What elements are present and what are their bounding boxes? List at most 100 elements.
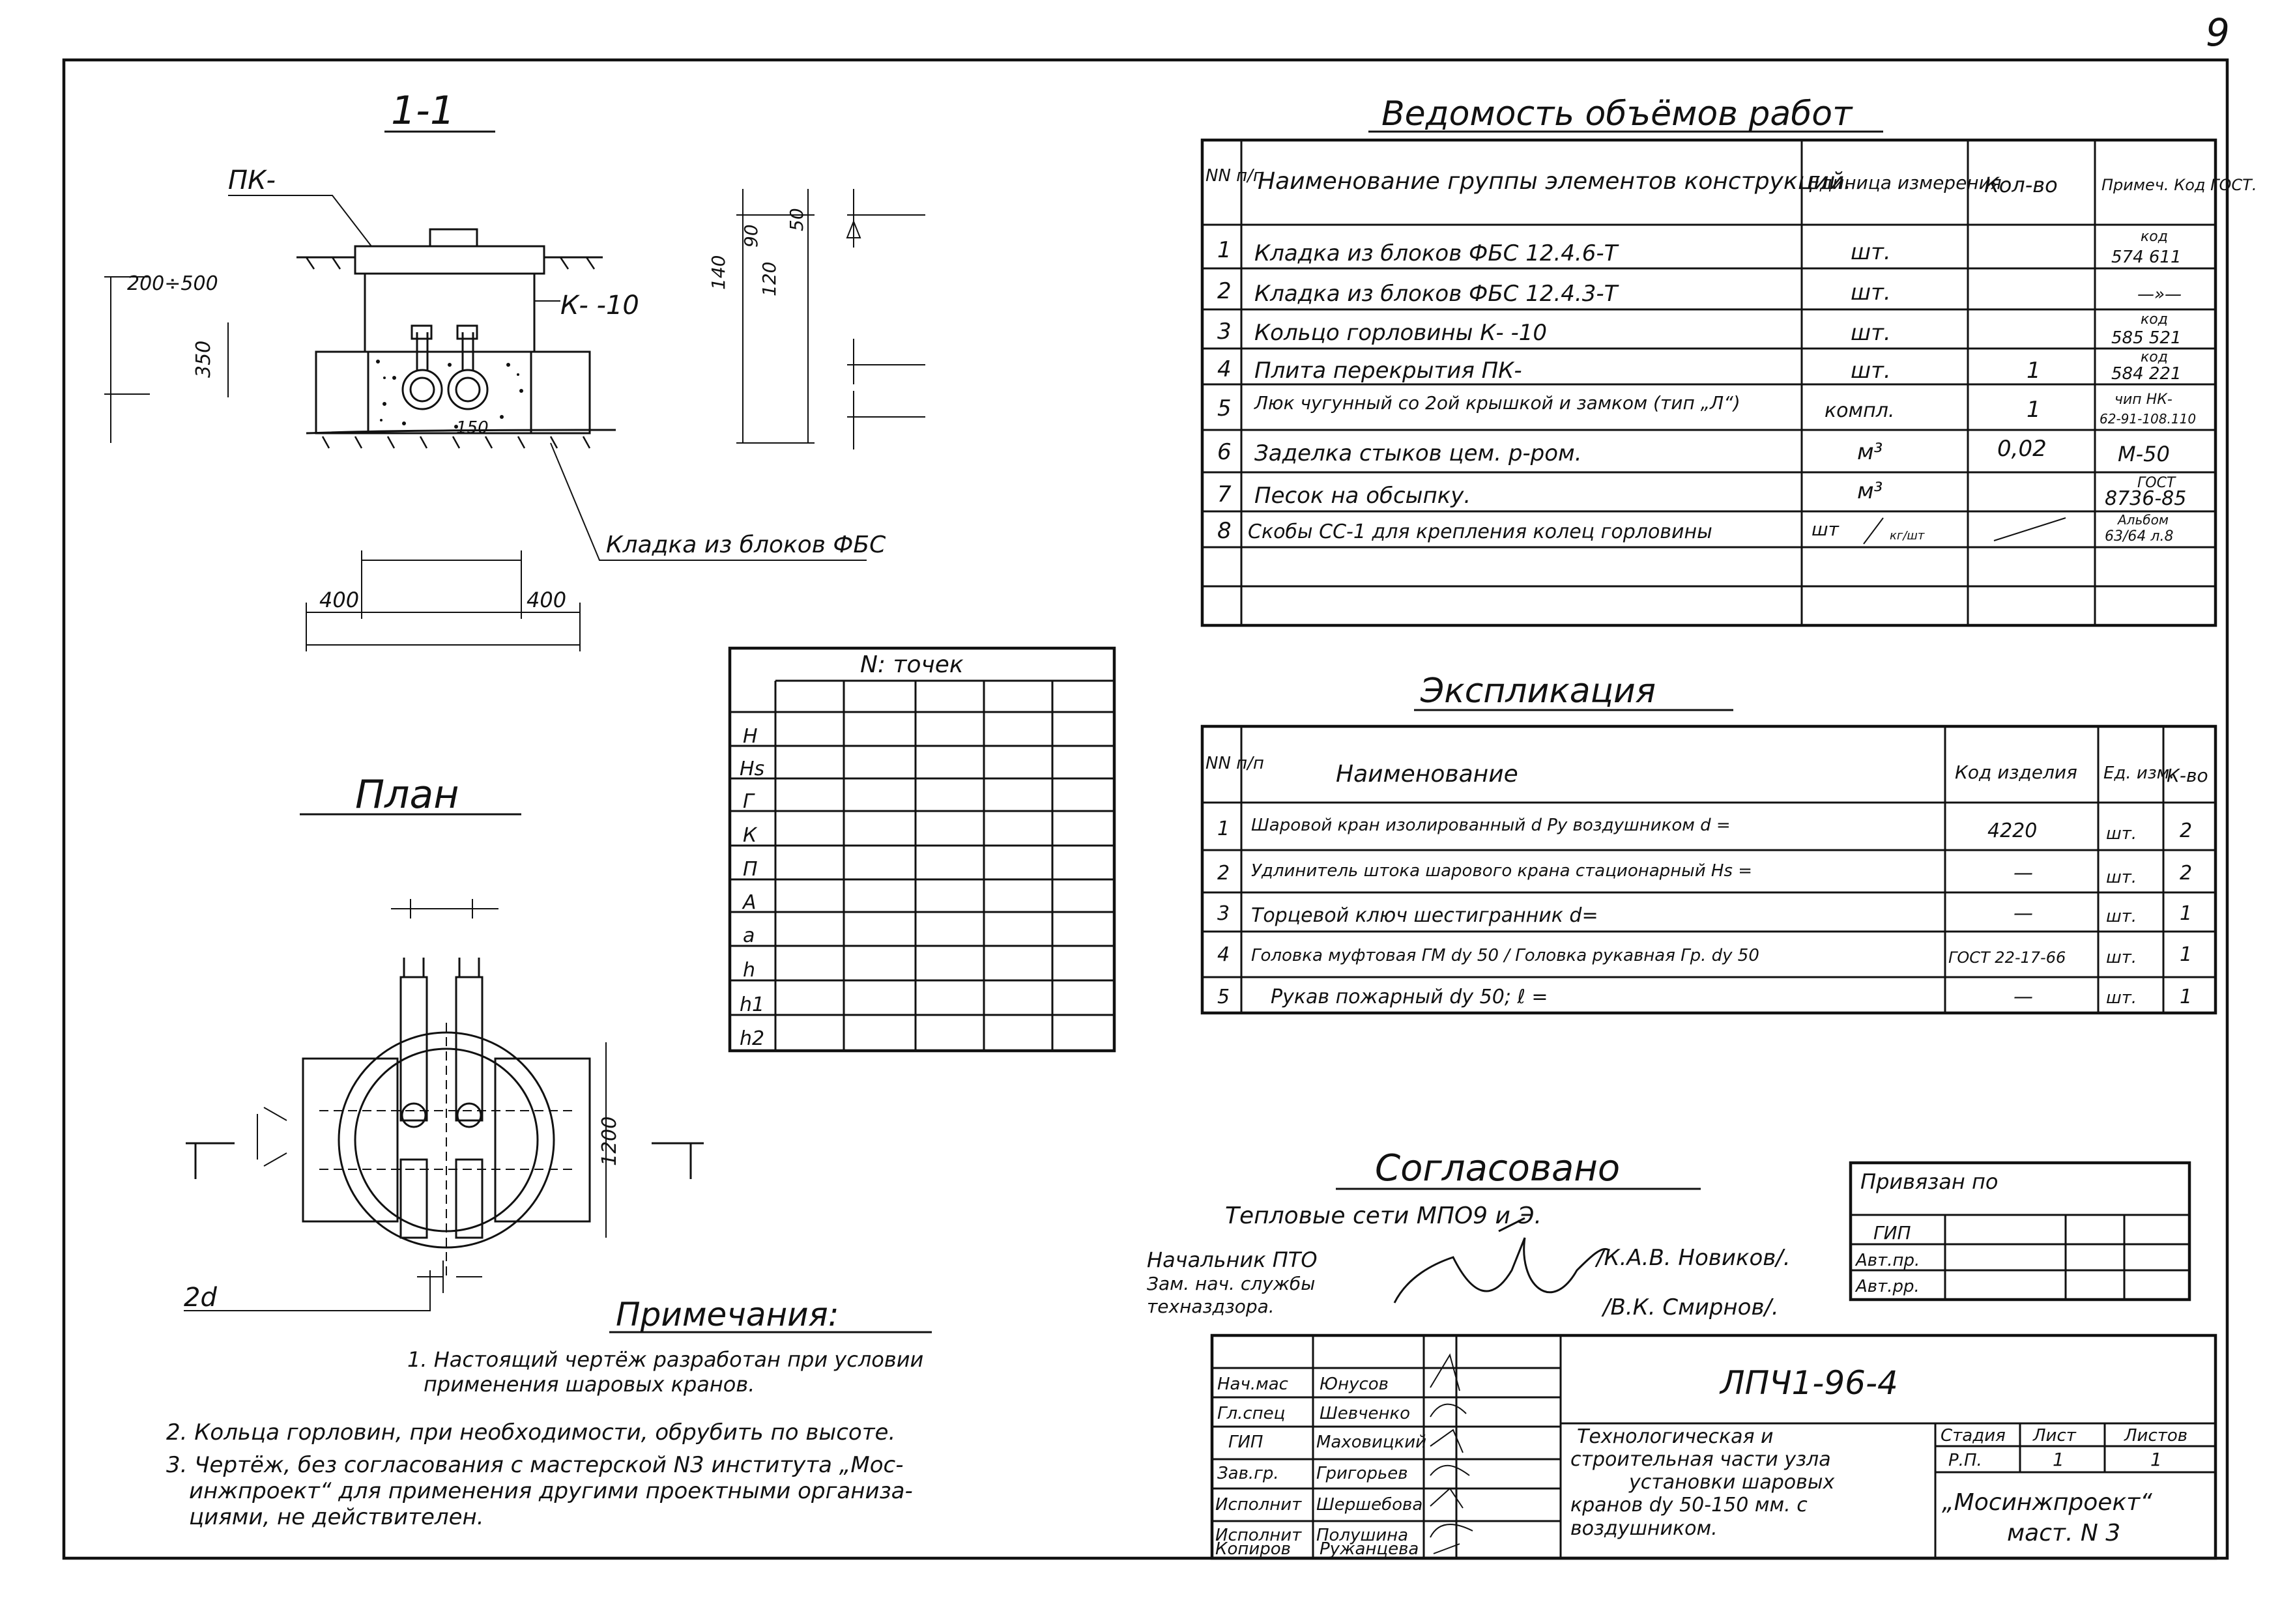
tb-sheets: 1 [2150,1449,2162,1470]
vol-r6-name: Заделка стыков цем. р-ром. [1254,440,1582,466]
note-1b: применения шаровых кранов. [424,1372,755,1397]
tb-desc-3: установки шаровых [1628,1471,1835,1494]
note-1a: 1. Настоящий чертёж разработан при услов… [407,1347,923,1372]
vol-r8-note: 63/64 л.8 [2105,528,2173,545]
vol-r5-note: 62-91-108.110 [2100,411,2196,427]
approval-role2a: Зам. нач. службы [1147,1273,1315,1294]
dim-400-right: 400 [527,588,566,612]
volumes-title: Ведомость объёмов работ [1381,94,1853,134]
expl-r3-qty: 1 [2180,902,2192,925]
section-1-1: 1-1 200÷500 350 [104,88,886,561]
expl-r4-code: ГОСТ 22-17-66 [1948,948,2066,967]
explication-table: Экспликация NN п/п Наименование Код изде… [1200,672,2217,1015]
vol-r1-note: 574 611 [2111,248,2182,267]
vol-r1-unit: шт. [1851,239,1891,265]
expl-r5-unit: шт. [2106,988,2137,1008]
notes-block: Примечания: 1. Настоящий чертёж разработ… [166,1296,932,1530]
vol-r3-name: Кольцо горловины К- -10 [1254,320,1547,346]
approval-block: Согласовано Тепловые сети МПО9 и Э. Нача… [1147,1147,1791,1320]
expl-r3-code: — [2014,902,2033,925]
dim-1200: 1200 [598,1117,621,1166]
vol-r5-qty: 1 [2027,397,2041,423]
expl-h-code: Код изделия [1955,762,2077,783]
expl-r1-code: 4220 [1987,819,2037,842]
plan-view: План 1200 2d [184,772,704,1313]
expl-r2-code: — [2014,862,2033,885]
dim-200-500: 200÷500 [127,272,218,295]
expl-r5-n: 5 [1217,986,1230,1008]
vol-r4-qty: 1 [2027,358,2041,384]
volumes-table: Ведомость объёмов работ NN п/п Наименова… [1200,94,2257,627]
vol-r7-name: Песок на обсыпку. [1254,483,1471,509]
vol-r8-note-top: Альбом [2116,512,2169,528]
dim-50: 50 [786,208,807,231]
binding-gip: ГИП [1873,1222,1911,1244]
tb-sheet-h: Лист [2032,1426,2077,1446]
binding-block: Привязан по ГИП Авт.пр. Авт.рр. [1849,1161,2191,1302]
expl-r4-n: 4 [1217,943,1230,966]
vol-h-note: Примеч. Код ГОСТ. [2101,176,2257,194]
expl-r1-name: Шаровой кран изолированный d Ру воздушни… [1251,816,1731,835]
tb-role-3: ГИП [1228,1432,1263,1452]
tb-sheet: 1 [2053,1449,2064,1470]
expl-r2-qty: 2 [2180,862,2192,885]
tb-role-1: Нач.мас [1217,1375,1288,1394]
notes-title: Примечания: [616,1296,839,1333]
vol-r5-unit: компл. [1825,399,1894,422]
vol-r7-note-top: ГОСТ [2137,475,2176,491]
binding-title: Привязан по [1860,1169,1999,1194]
vol-r4-note-top: код [2141,349,2168,365]
tb-code: ЛПЧ1-96-4 [1719,1364,1898,1402]
callout-k10: К- -10 [560,291,639,321]
tb-role-2: Гл.спец [1217,1404,1285,1423]
vol-r7-note: 8736-85 [2105,487,2186,510]
note-2: 2. Кольца горловин, при необходимости, о… [166,1419,895,1446]
vol-r8-n: 8 [1217,518,1232,544]
vol-r4-unit: шт. [1851,358,1891,384]
vol-r2-name: Кладка из блоков ФБС 12.4.3-Т [1254,281,1619,307]
vol-r8-name: Скобы СС-1 для крепления колец горловины [1248,520,1712,543]
approval-role1: Начальник ПТО [1147,1247,1318,1272]
expl-r2-n: 2 [1217,862,1230,885]
dim-90: 90 [740,224,762,248]
approval-name2: /В.К. Смирнов/. [1601,1294,1779,1320]
points-row-h2: h2 [740,1027,764,1050]
note-3a: 3. Чертёж, без согласования с мастерской… [166,1452,903,1478]
title-block: ЛПЧ1-96-4 Нач.мас Юнусов Гл.спец Шевченк… [1210,1333,2217,1560]
vol-r6-n: 6 [1217,439,1232,465]
dim-400-left: 400 [319,588,359,612]
expl-h-num: NN п/п [1205,754,1264,773]
vol-r1-n: 1 [1217,237,1232,263]
dim-120: 120 [758,262,780,296]
note-3b: инжпроект“ для применения другими проект… [189,1478,913,1504]
vol-r1-name: Кладка из блоков ФБС 12.4.6-Т [1254,240,1619,266]
tb-desc-2: строительная части узла [1570,1448,1831,1471]
vol-r3-note-top: код [2141,311,2168,328]
points-row-a: а [743,924,755,947]
expl-r4-unit: шт. [2106,948,2137,967]
vol-r5-n: 5 [1217,395,1232,421]
tb-role-5: Исполнит [1215,1495,1302,1515]
points-row-K: К [743,824,758,847]
tb-name-3: Маховицкий [1316,1432,1426,1452]
vol-r2-unit: шт. [1851,279,1891,306]
points-table: N: точек Н Нs Г К П А а h h1 h2 [728,646,1116,1053]
tb-name-4: Григорьев [1316,1464,1408,1483]
tb-name-7: Ружанцева [1320,1539,1419,1559]
vol-h-unit: Единица измерения [1808,172,2002,193]
vol-r3-unit: шт. [1851,320,1891,346]
callout-pk: ПК- [228,165,276,195]
frame-border [62,58,2229,1560]
expl-r1-n: 1 [1217,818,1230,840]
tb-name-2: Шевченко [1320,1404,1410,1423]
vol-r8-unit: шт [1811,519,1840,540]
vol-r4-n: 4 [1217,356,1232,382]
vol-r3-note: 585 521 [2111,328,2182,348]
vol-r7-unit: м³ [1857,478,1883,504]
vol-r6-qty: 0,02 [1997,436,2047,462]
approval-signature [1393,1217,1611,1303]
expl-title: Экспликация [1420,672,1656,711]
vol-r2-note: —»— [2137,285,2182,304]
points-row-G: Г [743,790,755,813]
